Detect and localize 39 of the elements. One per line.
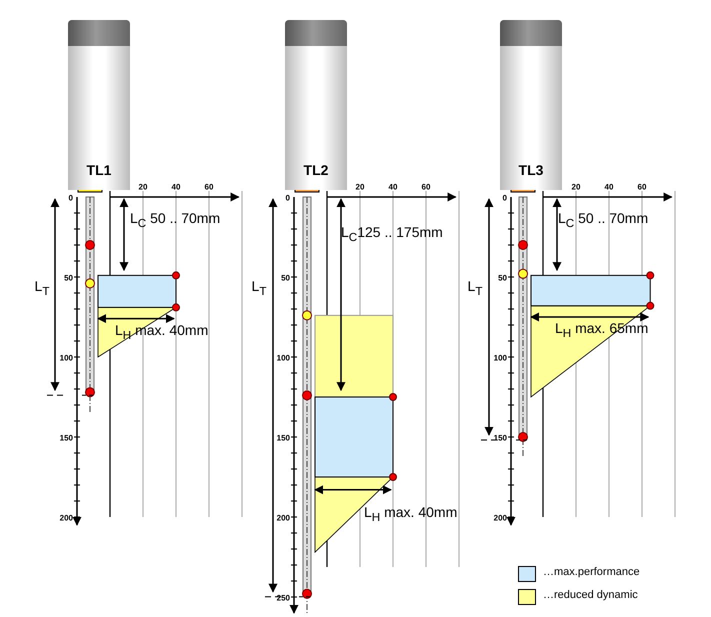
dimension-label: L$_{C}$ 50 .. 70mm	[558, 210, 648, 230]
probe-label: TL2	[302, 162, 330, 178]
probe-head	[68, 20, 130, 190]
probe-label: TL3	[518, 162, 544, 178]
legend-label: …max.performance	[543, 566, 640, 578]
axis-tick-label: 150	[60, 434, 73, 442]
dimension-label: L$_{T}$	[252, 278, 266, 298]
axis-tick-label: 40	[172, 182, 180, 192]
dimension-label: L$_{C}$125 .. 175mm	[341, 224, 443, 244]
axis-tick-label: 40	[388, 182, 398, 192]
dimension-label: L$_{T}$	[468, 278, 482, 298]
axis-tick-label: 0	[286, 194, 290, 202]
axis-tick-label: 150	[276, 434, 290, 442]
axis-tick-label: 20	[138, 182, 148, 192]
axis-tick-label: 100	[494, 354, 507, 362]
axis-tick-label: 60	[204, 182, 214, 192]
axis-tick-label: 200	[494, 514, 507, 522]
axis-tick-label: 60	[422, 182, 430, 192]
axis-tick-label: 200	[60, 514, 73, 522]
axis-tick-label: 200	[276, 514, 290, 522]
legend-label: …reduced dynamic	[543, 589, 638, 601]
axis-tick-label: 60	[638, 182, 646, 192]
axis-tick-label: 20	[572, 182, 580, 192]
axis-tick-label: 0	[502, 194, 507, 202]
axis-tick-label: 50	[281, 274, 290, 282]
dimension-label: L$_{C}$ 50 .. 70mm	[130, 210, 220, 230]
dimension-label: L$_{T}$	[34, 278, 50, 298]
probe-head	[285, 20, 347, 190]
axis-tick-label: 20	[356, 182, 364, 192]
probe-head	[500, 20, 562, 190]
axis-tick-label: 0	[68, 194, 73, 202]
axis-tick-label: 50	[64, 274, 73, 282]
axis-tick-label: 250	[276, 594, 290, 602]
axis-tick-label: 40	[604, 182, 614, 192]
axis-tick-label: 50	[498, 274, 507, 282]
axis-tick-label: 100	[60, 354, 73, 362]
probe-label: TL1	[86, 162, 112, 178]
axis-tick-label: 100	[276, 354, 290, 362]
dimension-label: L$_{H}$ max. 40mm	[364, 504, 458, 524]
